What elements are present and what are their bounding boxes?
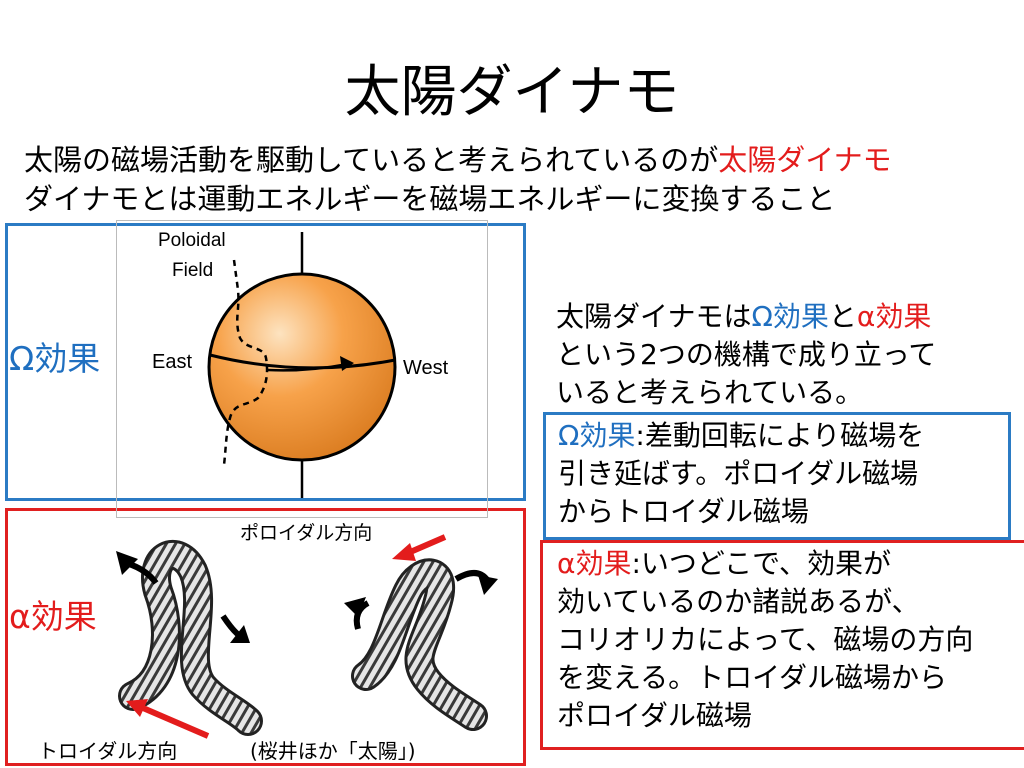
dynamo-summary: 太陽ダイナモはΩ効果とα効果 という2つの機構で成り立って いると考えられている… bbox=[556, 298, 1006, 412]
alpha-effect-diagram bbox=[116, 534, 498, 739]
alpha-box-term: α効果 bbox=[557, 547, 632, 580]
twist-arrowhead-upper-left bbox=[116, 551, 138, 575]
intro-line-2: ダイナモとは運動エネルギーを磁場エネルギーに変換すること bbox=[24, 182, 836, 216]
alpha-label: α効果 bbox=[9, 597, 97, 636]
toroidal-direction-label: トロイダル方向 bbox=[38, 739, 178, 763]
sun-image-frame bbox=[116, 220, 488, 518]
poloidal-direction-arrow bbox=[406, 534, 447, 556]
summary-connector: と bbox=[828, 300, 857, 333]
source-credit: (桜井ほか「太陽」) bbox=[250, 739, 416, 763]
twist-arrowhead-right-left bbox=[344, 597, 366, 617]
toroidal-direction-arrowhead bbox=[126, 699, 148, 717]
alpha-effect-box: α効果:いつどこで、効果が 効いているのか諸説あるが、 コリオリカによって、磁場… bbox=[540, 540, 1024, 750]
alpha-frame bbox=[5, 508, 526, 766]
omega-effect-box: Ω効果:差動回転により磁場を 引き延ばす。ポロイダル磁場 からトロイダル磁場 bbox=[543, 412, 1011, 540]
twist-arrowhead-right-upper bbox=[478, 575, 498, 595]
poloidal-field-line bbox=[222, 259, 269, 466]
omega-label: Ω効果 bbox=[9, 339, 101, 378]
summary-line-1: 太陽ダイナモはΩ効果とα効果 bbox=[556, 298, 1006, 336]
poloidal-direction-arrowhead bbox=[392, 543, 416, 561]
west-label: West bbox=[403, 357, 449, 379]
left-flux-tube bbox=[121, 543, 260, 733]
equator-line bbox=[209, 353, 396, 370]
sun-differential-rotation-diagram: Poloidal Field East West bbox=[152, 230, 449, 498]
omega-box-line-1: Ω効果:差動回転により磁場を bbox=[558, 417, 1008, 455]
alpha-box-line-1: α効果:いつどこで、効果が bbox=[557, 545, 1024, 583]
rotation-arrowhead bbox=[340, 356, 354, 371]
alpha-box-line-3: コリオリカによって、磁場の方向 bbox=[557, 623, 974, 656]
poloidal-label: Poloidal bbox=[158, 230, 226, 251]
alpha-box-line-5: ポロイダル磁場 bbox=[557, 699, 752, 732]
summary-line-3: いると考えられている。 bbox=[556, 376, 864, 409]
east-label: East bbox=[152, 351, 192, 373]
slide-title: 太陽ダイナモ bbox=[344, 60, 680, 125]
omega-box-term: Ω効果 bbox=[558, 419, 636, 452]
alpha-box-line-2: 効いているのか諸説あるが、 bbox=[557, 585, 920, 618]
intro-highlight: 太陽ダイナモ bbox=[718, 143, 892, 177]
rotation-arrow bbox=[267, 362, 349, 372]
twist-arrowhead-left-lower bbox=[230, 625, 250, 643]
alpha-box-line-4: を変える。トロイダル磁場から bbox=[557, 661, 948, 694]
summary-prefix: 太陽ダイナモは bbox=[556, 300, 752, 333]
intro-line-1: 太陽の磁場活動を駆動していると考えられているのが太陽ダイナモ bbox=[24, 142, 892, 178]
alpha-box-line-1-rest: :いつどこで、効果が bbox=[631, 547, 891, 580]
omega-box-line-1-rest: :差動回転により磁場を bbox=[635, 419, 925, 452]
intro-line-1-text: 太陽の磁場活動を駆動していると考えられているのが bbox=[24, 143, 719, 177]
poloidal-direction-label: ポロイダル方向 bbox=[240, 522, 373, 544]
toroidal-direction-arrow bbox=[141, 705, 210, 739]
summary-line-2: という2つの機構で成り立って bbox=[556, 338, 937, 371]
summary-alpha-term: α効果 bbox=[856, 300, 932, 333]
field-label: Field bbox=[172, 260, 213, 281]
omega-box-line-3: からトロイダル磁場 bbox=[558, 495, 809, 528]
right-flux-tube bbox=[354, 561, 485, 728]
omega-box-line-2: 引き延ばす。ポロイダル磁場 bbox=[558, 457, 919, 490]
twist-arrow-left-lower bbox=[220, 614, 242, 639]
omega-frame bbox=[5, 223, 526, 501]
summary-omega-term: Ω効果 bbox=[751, 300, 829, 333]
